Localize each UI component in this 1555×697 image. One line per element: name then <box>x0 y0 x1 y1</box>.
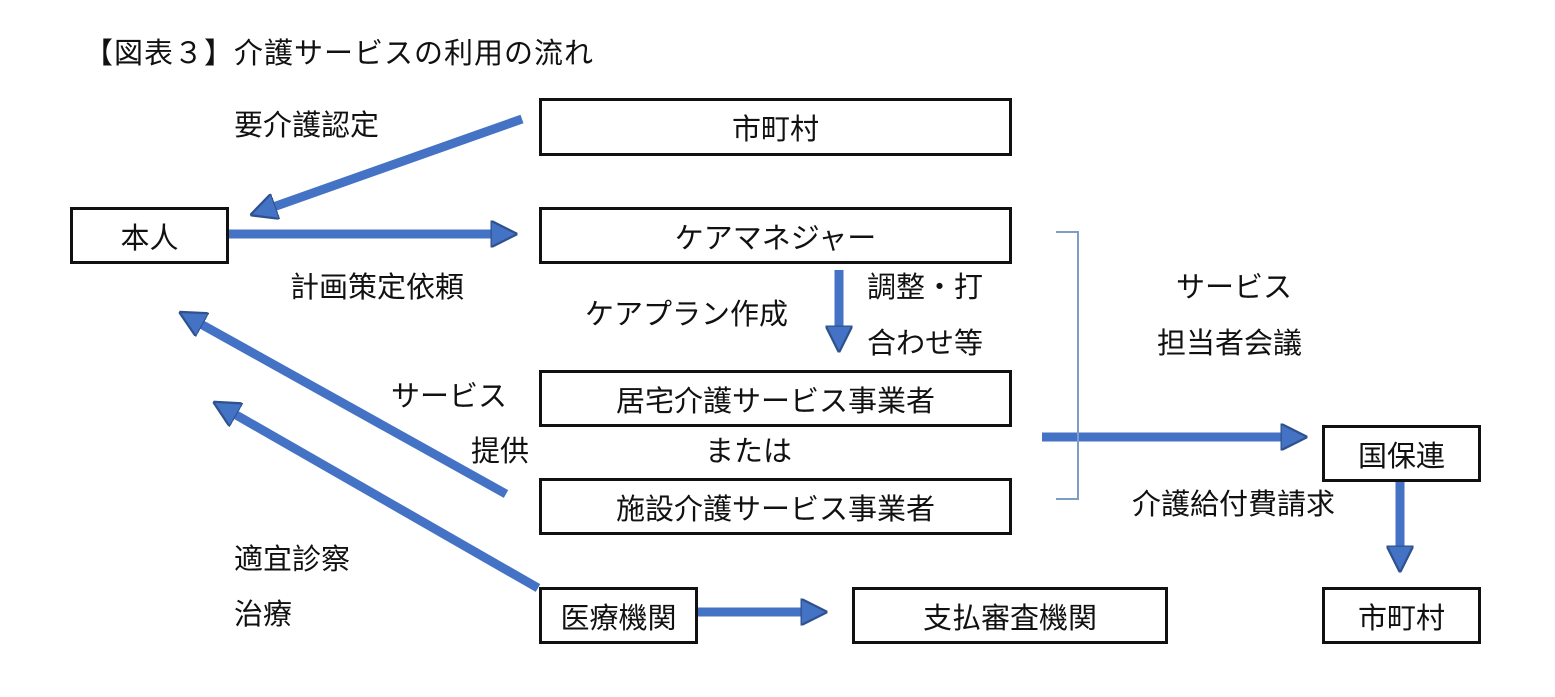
label-service-meeting-line2: 担当者会議 <box>1157 326 1303 360</box>
label-care-plan-creation: ケアプラン作成 <box>585 297 789 331</box>
arrow-medical-exam <box>224 408 541 592</box>
figure-title: 【図表３】介護サービスの利用の流れ <box>84 36 595 70</box>
label-exam-line2: 治療 <box>234 597 293 631</box>
label-benefit-claim: 介護給付費請求 <box>1132 487 1336 521</box>
box-municipality-bottom: 市町村 <box>1322 587 1481 644</box>
box-medical-institution: 医療機関 <box>539 587 698 644</box>
label-coordination-line2: 合わせ等 <box>867 326 984 360</box>
label-exam-line1: 適宜診察 <box>234 542 351 576</box>
box-facility-care-provider: 施設介護サービス事業者 <box>539 478 1012 535</box>
box-home-care-provider: 居宅介護サービス事業者 <box>539 370 1012 427</box>
arrow-certification <box>262 114 524 211</box>
label-plan-request: 計画策定依頼 <box>290 270 465 304</box>
label-service-provision-line2: 提供 <box>471 434 530 468</box>
box-care-manager: ケアマネジャー <box>539 207 1012 264</box>
label-or: または <box>705 434 793 468</box>
service-meeting-bracket <box>1056 231 1079 500</box>
box-payment-review-org: 支払審査機関 <box>852 587 1168 644</box>
box-national-health-federation: 国保連 <box>1322 425 1481 482</box>
arrow-service-provision <box>190 318 509 498</box>
label-service-provision-line1: サービス <box>391 379 508 413</box>
label-care-certification: 要介護認定 <box>234 108 380 142</box>
box-person: 本人 <box>70 207 229 264</box>
box-municipality-top: 市町村 <box>539 98 1012 156</box>
label-coordination-line1: 調整・打 <box>867 270 984 304</box>
label-service-meeting-line1: サービス <box>1176 270 1293 304</box>
